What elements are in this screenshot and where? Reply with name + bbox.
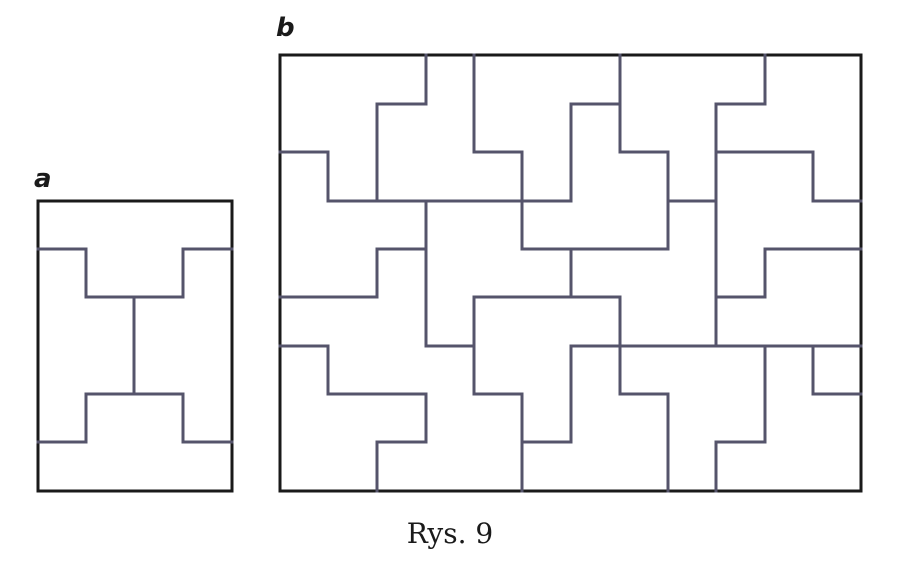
panel-b-frame: [278, 53, 863, 493]
panel-b-label: b: [276, 13, 295, 43]
panel-a-frame: [36, 199, 234, 493]
figure-caption: Rys. 9: [407, 517, 493, 550]
panel-b-dividers: [278, 53, 863, 493]
panel-a-label: a: [34, 164, 52, 194]
panel-a-dividers: [36, 247, 234, 444]
panel-a-tiling: [36, 199, 234, 493]
panel-b-tiling: [278, 53, 863, 493]
